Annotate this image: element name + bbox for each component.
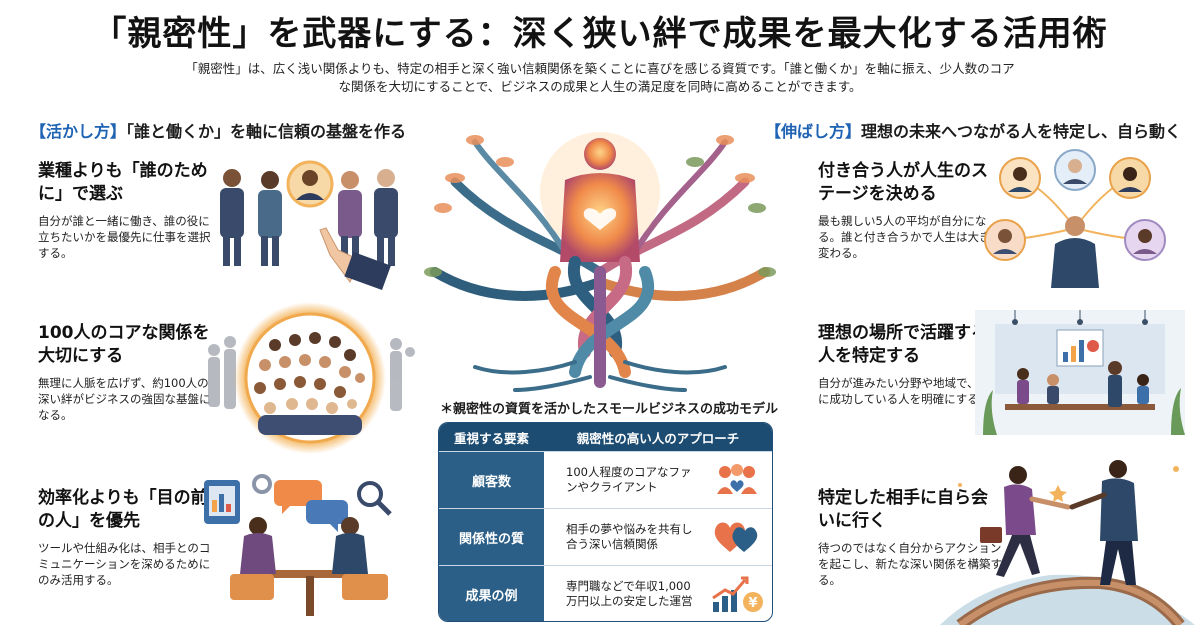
handshake-meeting-illustration [940, 460, 1195, 625]
table-row-value: 100人程度のコアなファンやクライアント [566, 465, 692, 494]
five-closest-people-illustration [984, 149, 1166, 288]
page-title: 「親密性」を武器にする：深く狭い絆で成果を最大化する活用術 [92, 14, 1108, 54]
left-item-1-body: 自分が誰と一緒に働き、誰の役に立ちたいかを最優先に仕事を選択する。 [38, 214, 211, 260]
left-section-heading: 【活かし方】「誰と働くか」を軸に信頼の基盤を作る [30, 118, 406, 142]
one-on-one-meeting-illustration [204, 474, 392, 616]
right-item-1-body: 最も親しい5人の平均が自分になる。誰と付き合うかで人生は大きく変わる。 [818, 214, 1002, 260]
left-item-2-title: 100人のコアな関係を大切にする [38, 323, 210, 366]
right-section-heading: 【伸ばし方】理想の未来へつながる人を特定し、自ら動く [765, 118, 1181, 142]
growth-chart-yen-icon: ¥ [702, 566, 772, 621]
people-selection-illustration [220, 160, 398, 290]
tree-of-bonds-illustration [424, 132, 776, 392]
right-section-tag: 【伸ばし方】 [765, 122, 862, 141]
right-item-2-body: 自分が進みたい分野や地域で、すでに成功している人を明確にする。 [818, 376, 1002, 406]
left-item-3-body: ツールや仕組み化は、相手とのコミュニケーションを深めるためにのみ活用する。 [38, 541, 211, 587]
right-item-1: 付き合う人が人生のステージを決める 最も親しい5人の平均が自分になる。誰と付き合… [818, 160, 1003, 261]
table-header-col1: 重視する要素 [453, 430, 529, 446]
office-presentation-illustration [975, 310, 1185, 435]
svg-text:¥: ¥ [748, 596, 757, 611]
magnifier-icon [357, 481, 383, 507]
table-row-key: 関係性の質 [439, 509, 544, 565]
right-section-title: 理想の未来へつながる人を特定し、自ら動く [861, 122, 1182, 141]
core-network-crowd-illustration [208, 302, 415, 454]
table-row-value: 相手の夢や悩みを共有し合う深い信頼関係 [566, 522, 693, 551]
table-row-key: 顧客数 [439, 452, 544, 508]
gear-icon [252, 474, 272, 494]
table-row-key: 成果の例 [439, 566, 544, 621]
table-row-value: 専門職などで年収1,000万円以上の安定した運営 [566, 579, 693, 608]
table-header-col2: 親密性の高い人のアプローチ [576, 430, 740, 446]
table-row: 関係性の質 相手の夢や悩みを共有し合う深い信頼関係 [439, 508, 772, 565]
table-row: 顧客数 100人程度のコアなファンやクライアント [439, 451, 772, 508]
left-section-title: 「誰と働くか」を軸に信頼の基盤を作る [126, 122, 407, 141]
right-item-3: 特定した相手に自ら会いに行く 待つのではなく自分からアクションを起こし、新たな深… [818, 487, 1003, 588]
table-header-row: 重視する要素 親密性の高い人のアプローチ [439, 423, 772, 451]
crowd-faces [254, 332, 365, 435]
heart-icon [583, 208, 617, 230]
success-model-table: 重視する要素 親密性の高い人のアプローチ 顧客数 100人程度のコアなファンやク… [438, 422, 773, 622]
briefcase-icon [980, 527, 1002, 543]
table-title: ＊親密性の資質を活かしたスモールビジネスの成功モデル [440, 402, 779, 417]
left-item-1: 業種よりも「誰のために」で選ぶ 自分が誰と一緒に働き、誰の役に立ちたいかを最優先… [38, 160, 218, 261]
right-item-2: 理想の場所で活躍する人を特定する 自分が進みたい分野や地域で、すでに成功している… [818, 322, 1003, 407]
left-item-1-title: 業種よりも「誰のために」で選ぶ [38, 161, 208, 204]
left-item-3-title: 効率化よりも「目の前の人」を優先 [38, 488, 208, 531]
left-item-2: 100人のコアな関係を大切にする 無理に人脈を広げず、約100人の深い絆がビジネ… [38, 322, 218, 423]
table-row: 成果の例 専門職などで年収1,000万円以上の安定した運営 ¥ [439, 565, 772, 621]
right-item-1-title: 付き合う人が人生のステージを決める [818, 161, 988, 204]
left-item-3: 効率化よりも「目の前の人」を優先 ツールや仕組み化は、相手とのコミュニケーション… [38, 487, 218, 588]
two-hearts-icon [702, 509, 772, 565]
page-subtitle: 「親密性」は、広く浅い関係よりも、特定の相手と深く強い信頼関係を築くことに喜びを… [185, 61, 1015, 94]
right-item-3-title: 特定した相手に自ら会いに行く [818, 488, 988, 531]
right-item-2-title: 理想の場所で活躍する人を特定する [818, 323, 988, 366]
right-item-3-body: 待つのではなく自分からアクションを起こし、新たな深い関係を構築する。 [818, 541, 1002, 587]
left-item-2-body: 無理に人脈を広げず、約100人の深い絆がビジネスの強固な基盤になる。 [38, 376, 211, 422]
people-heart-icon [702, 452, 772, 508]
left-section-tag: 【活かし方】 [30, 122, 127, 141]
